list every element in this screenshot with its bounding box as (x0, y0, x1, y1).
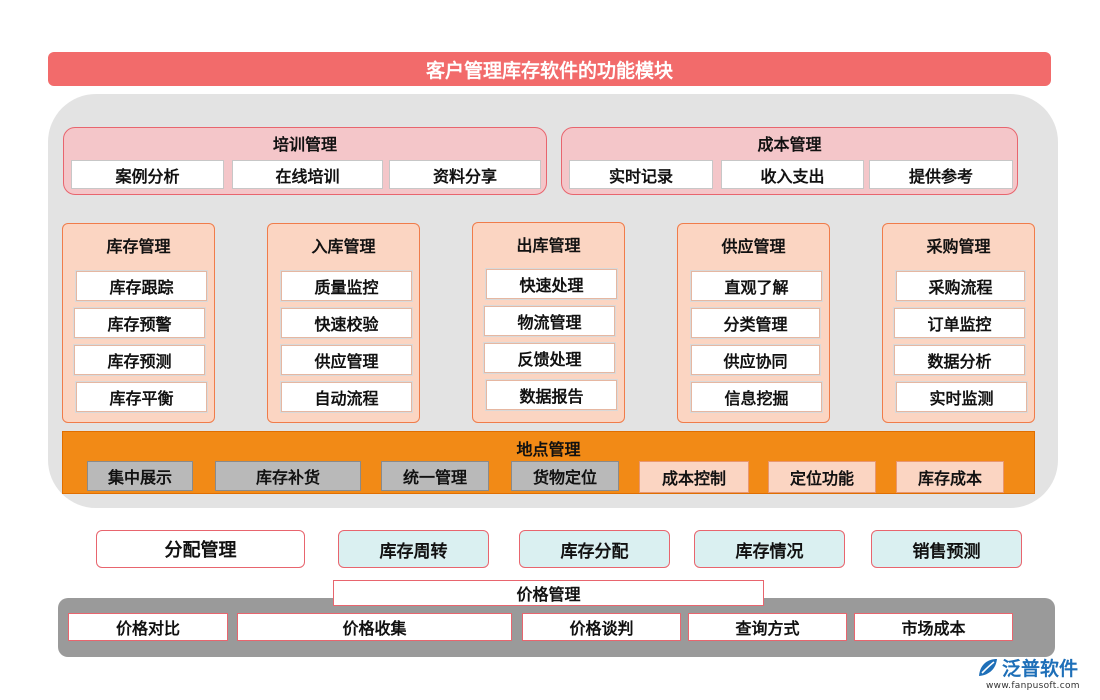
module-inventory: 库存管理 库存跟踪 库存预警 库存预测 库存平衡 (62, 223, 215, 423)
bottom-item-status: 库存情况 (694, 530, 845, 568)
price-item: 价格收集 (237, 613, 512, 641)
module-purchase-title: 采购管理 (926, 237, 991, 256)
module-inbound-item: 质量监控 (280, 270, 413, 302)
brand-logo: 泛普软件 www.fanpusoft.com (976, 654, 1094, 694)
cost-item-reference: 提供参考 (869, 160, 1013, 189)
training-group: 培训管理 案例分析 在线培训 资料分享 (63, 127, 547, 195)
module-supply-item: 直观了解 (690, 270, 823, 302)
module-purchase-item: 订单监控 (893, 307, 1026, 339)
module-inventory-item: 库存预警 (73, 307, 206, 339)
module-outbound-item: 物流管理 (483, 305, 616, 337)
module-outbound-title: 出库管理 (516, 236, 581, 255)
module-supply-item: 分类管理 (690, 307, 821, 339)
module-inventory-item: 库存预测 (73, 344, 206, 376)
training-item-online: 在线培训 (232, 160, 383, 189)
module-supply-item: 信息挖掘 (690, 381, 823, 413)
module-outbound-item: 反馈处理 (483, 342, 616, 374)
cost-title: 成本管理 (757, 135, 822, 154)
module-inbound-title: 入库管理 (311, 237, 376, 256)
price-item: 市场成本 (854, 613, 1013, 641)
module-supply-item: 供应协同 (690, 344, 821, 376)
module-purchase-item: 数据分析 (893, 344, 1026, 376)
module-outbound: 出库管理 快速处理 物流管理 反馈处理 数据报告 (472, 222, 625, 423)
location-title: 地点管理 (516, 440, 581, 459)
module-outbound-item: 快速处理 (485, 268, 618, 300)
location-item: 定位功能 (768, 461, 876, 493)
module-inbound-item: 供应管理 (280, 344, 413, 376)
brand-leaf-icon (979, 659, 997, 676)
diagram-title: 客户管理库存软件的功能模块 (48, 52, 1051, 86)
brand-url: www.fanpusoft.com (986, 681, 1080, 691)
module-inbound-item: 自动流程 (280, 381, 413, 413)
price-item: 价格谈判 (522, 613, 681, 641)
module-supply-title: 供应管理 (721, 237, 786, 256)
location-item: 统一管理 (381, 461, 489, 491)
price-item: 价格对比 (68, 613, 228, 641)
module-inbound: 入库管理 质量监控 快速校验 供应管理 自动流程 (267, 223, 420, 423)
module-inventory-item: 库存跟踪 (75, 270, 208, 302)
training-item-share: 资料分享 (389, 160, 541, 189)
location-item: 库存补货 (215, 461, 361, 491)
location-band: 地点管理 集中展示 库存补货 统一管理 货物定位 成本控制 定位功能 库存成本 (62, 431, 1035, 494)
module-outbound-item: 数据报告 (485, 379, 618, 411)
cost-item-record: 实时记录 (569, 160, 713, 189)
location-item: 成本控制 (639, 461, 749, 493)
module-inventory-item: 库存平衡 (75, 381, 208, 413)
module-inventory-title: 库存管理 (106, 237, 171, 256)
bottom-item-forecast: 销售预测 (871, 530, 1022, 568)
location-item: 库存成本 (896, 461, 1004, 493)
bottom-item-allocation: 分配管理 (96, 530, 305, 568)
cost-group: 成本管理 实时记录 收入支出 提供参考 (561, 127, 1018, 195)
price-item: 查询方式 (688, 613, 847, 641)
location-item: 集中展示 (87, 461, 193, 491)
module-purchase: 采购管理 采购流程 订单监控 数据分析 实时监测 (882, 223, 1035, 423)
training-title: 培训管理 (272, 135, 337, 154)
bottom-item-turnover: 库存周转 (338, 530, 489, 568)
bottom-item-distribution: 库存分配 (519, 530, 670, 568)
module-purchase-item: 实时监测 (895, 381, 1028, 413)
module-supply: 供应管理 直观了解 分类管理 供应协同 信息挖掘 (677, 223, 830, 423)
price-title: 价格管理 (333, 580, 764, 606)
module-purchase-item: 采购流程 (895, 270, 1026, 302)
brand-name: 泛普软件 (1002, 658, 1079, 680)
module-inbound-item: 快速校验 (280, 307, 413, 339)
cost-item-income: 收入支出 (721, 160, 864, 189)
location-item: 货物定位 (511, 461, 619, 491)
training-item-case: 案例分析 (71, 160, 224, 189)
